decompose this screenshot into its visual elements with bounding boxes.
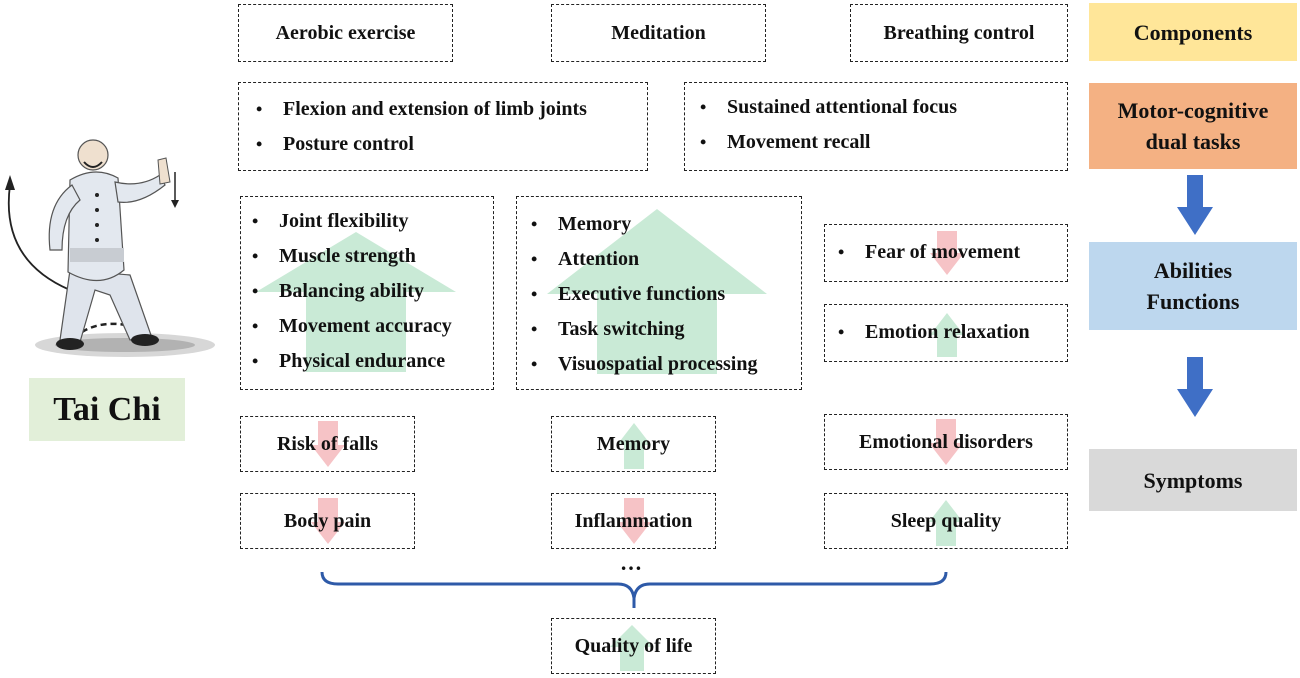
tai-chi-label: Tai Chi <box>29 378 185 441</box>
symptom-emotional-disorders-label: Emotional disorders <box>859 430 1033 453</box>
legend-abilities-line2: Functions <box>1146 289 1240 314</box>
down-arrow-icon <box>617 498 651 544</box>
cognitive-abilities-list: •Memory •Attention •Executive functions … <box>531 207 757 382</box>
symptom-risk-of-falls-label: Risk of falls <box>276 432 379 455</box>
symptom-body-pain-label: Body pain <box>283 509 372 532</box>
list-item: •Task switching <box>531 318 685 340</box>
symptom-memory-label: Memory <box>596 432 671 455</box>
brace-connector <box>320 571 948 608</box>
cognitive-abilities-box: •Memory •Attention •Executive functions … <box>516 196 802 390</box>
symptom-inflammation-label: Inflammation <box>574 509 693 532</box>
list-item: •Memory <box>531 213 632 235</box>
physical-abilities-box: •Joint flexibility •Muscle strength •Bal… <box>240 196 494 390</box>
component-breathing-control-label: Breathing control <box>883 21 1035 44</box>
component-aerobic-exercise-label: Aerobic exercise <box>275 21 416 44</box>
component-breathing-control: Breathing control <box>850 4 1068 62</box>
list-item: •Movement recall <box>700 131 871 153</box>
list-item: •Visuospatial processing <box>531 353 758 375</box>
symptom-sleep-quality: Sleep quality <box>824 493 1068 549</box>
up-arrow-icon <box>547 209 767 374</box>
fear-of-movement-box: •Fear of movement <box>824 224 1068 282</box>
outcome-quality-of-life-label: Quality of life <box>574 634 693 657</box>
down-arrow-icon <box>311 421 345 467</box>
symptom-emotional-disorders: Emotional disorders <box>824 414 1068 470</box>
list-item: •Sustained attentional focus <box>700 96 958 118</box>
list-item: •Executive functions <box>531 283 726 305</box>
tai-chi-figure-illustration <box>5 139 215 357</box>
cognitive-tasks-box: •Sustained attentional focus •Movement r… <box>684 82 1068 171</box>
legend-dual-tasks-line1: Motor-cognitive <box>1117 98 1269 123</box>
physical-abilities-list: •Joint flexibility •Muscle strength •Bal… <box>252 204 452 379</box>
legend-components-label: Components <box>1133 19 1253 45</box>
legend-dual-tasks-line2: dual tasks <box>1145 129 1241 154</box>
fear-of-movement-row: •Fear of movement <box>838 235 1020 270</box>
list-item: •Movement accuracy <box>252 315 452 337</box>
list-item: •Physical endurance <box>252 350 446 372</box>
down-arrow-icon <box>930 231 964 275</box>
list-item: •Muscle strength <box>252 245 416 267</box>
symptom-memory: Memory <box>551 416 716 472</box>
flow-arrow-down-icon <box>1177 357 1213 417</box>
flow-arrow-down-icon <box>1177 175 1213 235</box>
up-arrow-icon <box>256 232 456 372</box>
component-meditation: Meditation <box>551 4 766 62</box>
legend-components: Components <box>1089 3 1297 61</box>
symptom-risk-of-falls: Risk of falls <box>240 416 415 472</box>
list-item: •Fear of movement <box>838 241 1021 263</box>
legend-symptoms: Symptoms <box>1089 449 1297 511</box>
component-aerobic-exercise: Aerobic exercise <box>238 4 453 62</box>
list-item: •Posture control <box>256 133 414 155</box>
cognitive-tasks-list: •Sustained attentional focus •Movement r… <box>700 90 957 160</box>
list-item: •Flexion and extension of limb joints <box>256 98 587 120</box>
up-arrow-icon <box>617 423 651 469</box>
emotion-relaxation-row: •Emotion relaxation <box>838 315 1030 350</box>
down-arrow-icon <box>311 498 345 544</box>
emotion-relaxation-box: •Emotion relaxation <box>824 304 1068 362</box>
ellipsis: … <box>620 550 642 575</box>
legend-symptoms-label: Symptoms <box>1143 467 1243 493</box>
component-meditation-label: Meditation <box>611 21 706 44</box>
up-arrow-icon <box>930 313 964 357</box>
list-item: •Emotion relaxation <box>838 321 1030 343</box>
down-arrow-icon <box>929 419 963 465</box>
up-arrow-icon <box>610 625 654 671</box>
motor-tasks-list: •Flexion and extension of limb joints •P… <box>256 92 587 162</box>
up-arrow-icon <box>929 500 963 546</box>
list-item: •Attention <box>531 248 640 270</box>
legend-abilities-line1: Abilities <box>1153 258 1233 283</box>
list-item: •Joint flexibility <box>252 210 409 232</box>
symptom-sleep-quality-label: Sleep quality <box>890 509 1002 532</box>
symptom-inflammation: Inflammation <box>551 493 716 549</box>
legend-dual-tasks: Motor-cognitive dual tasks <box>1089 83 1297 169</box>
list-item: •Balancing ability <box>252 280 425 302</box>
legend-abilities: Abilities Functions <box>1089 242 1297 330</box>
motor-tasks-box: •Flexion and extension of limb joints •P… <box>238 82 648 171</box>
outcome-quality-of-life: Quality of life <box>551 618 716 674</box>
symptom-body-pain: Body pain <box>240 493 415 549</box>
